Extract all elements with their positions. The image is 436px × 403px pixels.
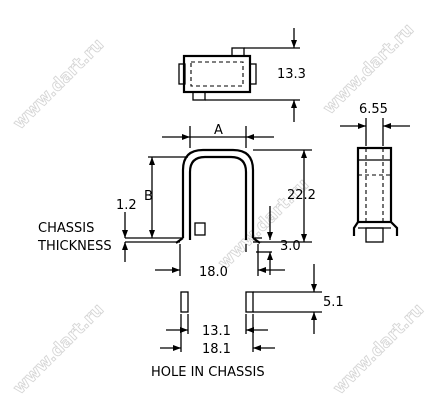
hole-view: 5.1 13.1 18.1 HOLE IN CHASSIS (151, 264, 344, 380)
hole-left (180, 291, 189, 313)
hole-caption: HOLE IN CHASSIS (151, 365, 265, 380)
dim-5-1: 5.1 (323, 295, 344, 310)
dim-b: B (144, 189, 153, 204)
chassis-label-line1: CHASSIS (38, 221, 94, 236)
dim-a: A (214, 123, 223, 138)
clip-inner-profile (188, 155, 248, 232)
top-view-top-lug (231, 47, 245, 57)
dim-3-0: 3.0 (280, 239, 301, 254)
dim-13-1: 13.1 (202, 324, 231, 339)
dim-18-1: 18.1 (202, 342, 231, 357)
dim-6-55: 6.55 (359, 102, 388, 117)
hole-right (245, 291, 254, 313)
top-view-inner-dashed (190, 61, 244, 87)
watermark-4: www.dart.ru (329, 300, 428, 399)
dim-1-2: 1.2 (116, 198, 137, 213)
top-view-right-tab (249, 63, 257, 85)
watermark-1: www.dart.ru (9, 35, 108, 134)
side-view-body (356, 146, 393, 224)
side-right-foot (390, 221, 399, 236)
dim-top-height: 13.3 (277, 67, 306, 82)
top-view-bottom-lug (192, 91, 206, 101)
dim-22-2: 22.2 (287, 188, 316, 203)
top-view: 13.3 (178, 28, 306, 122)
clip-spring-tab (194, 222, 206, 236)
front-view: A B 22.2 1.2 CHASSIS THICKNESS 3.0 (37, 123, 316, 280)
top-view-body (182, 54, 252, 94)
clip-outer-profile (181, 148, 255, 238)
watermark-3: www.dart.ru (9, 300, 108, 399)
top-view-left-tab (178, 63, 186, 85)
chassis-label-line2: THICKNESS (37, 239, 112, 254)
side-left-foot (352, 221, 359, 236)
dim-18-0: 18.0 (199, 265, 228, 280)
side-view: 6.55 (340, 102, 410, 243)
side-bottom-block (365, 227, 384, 243)
